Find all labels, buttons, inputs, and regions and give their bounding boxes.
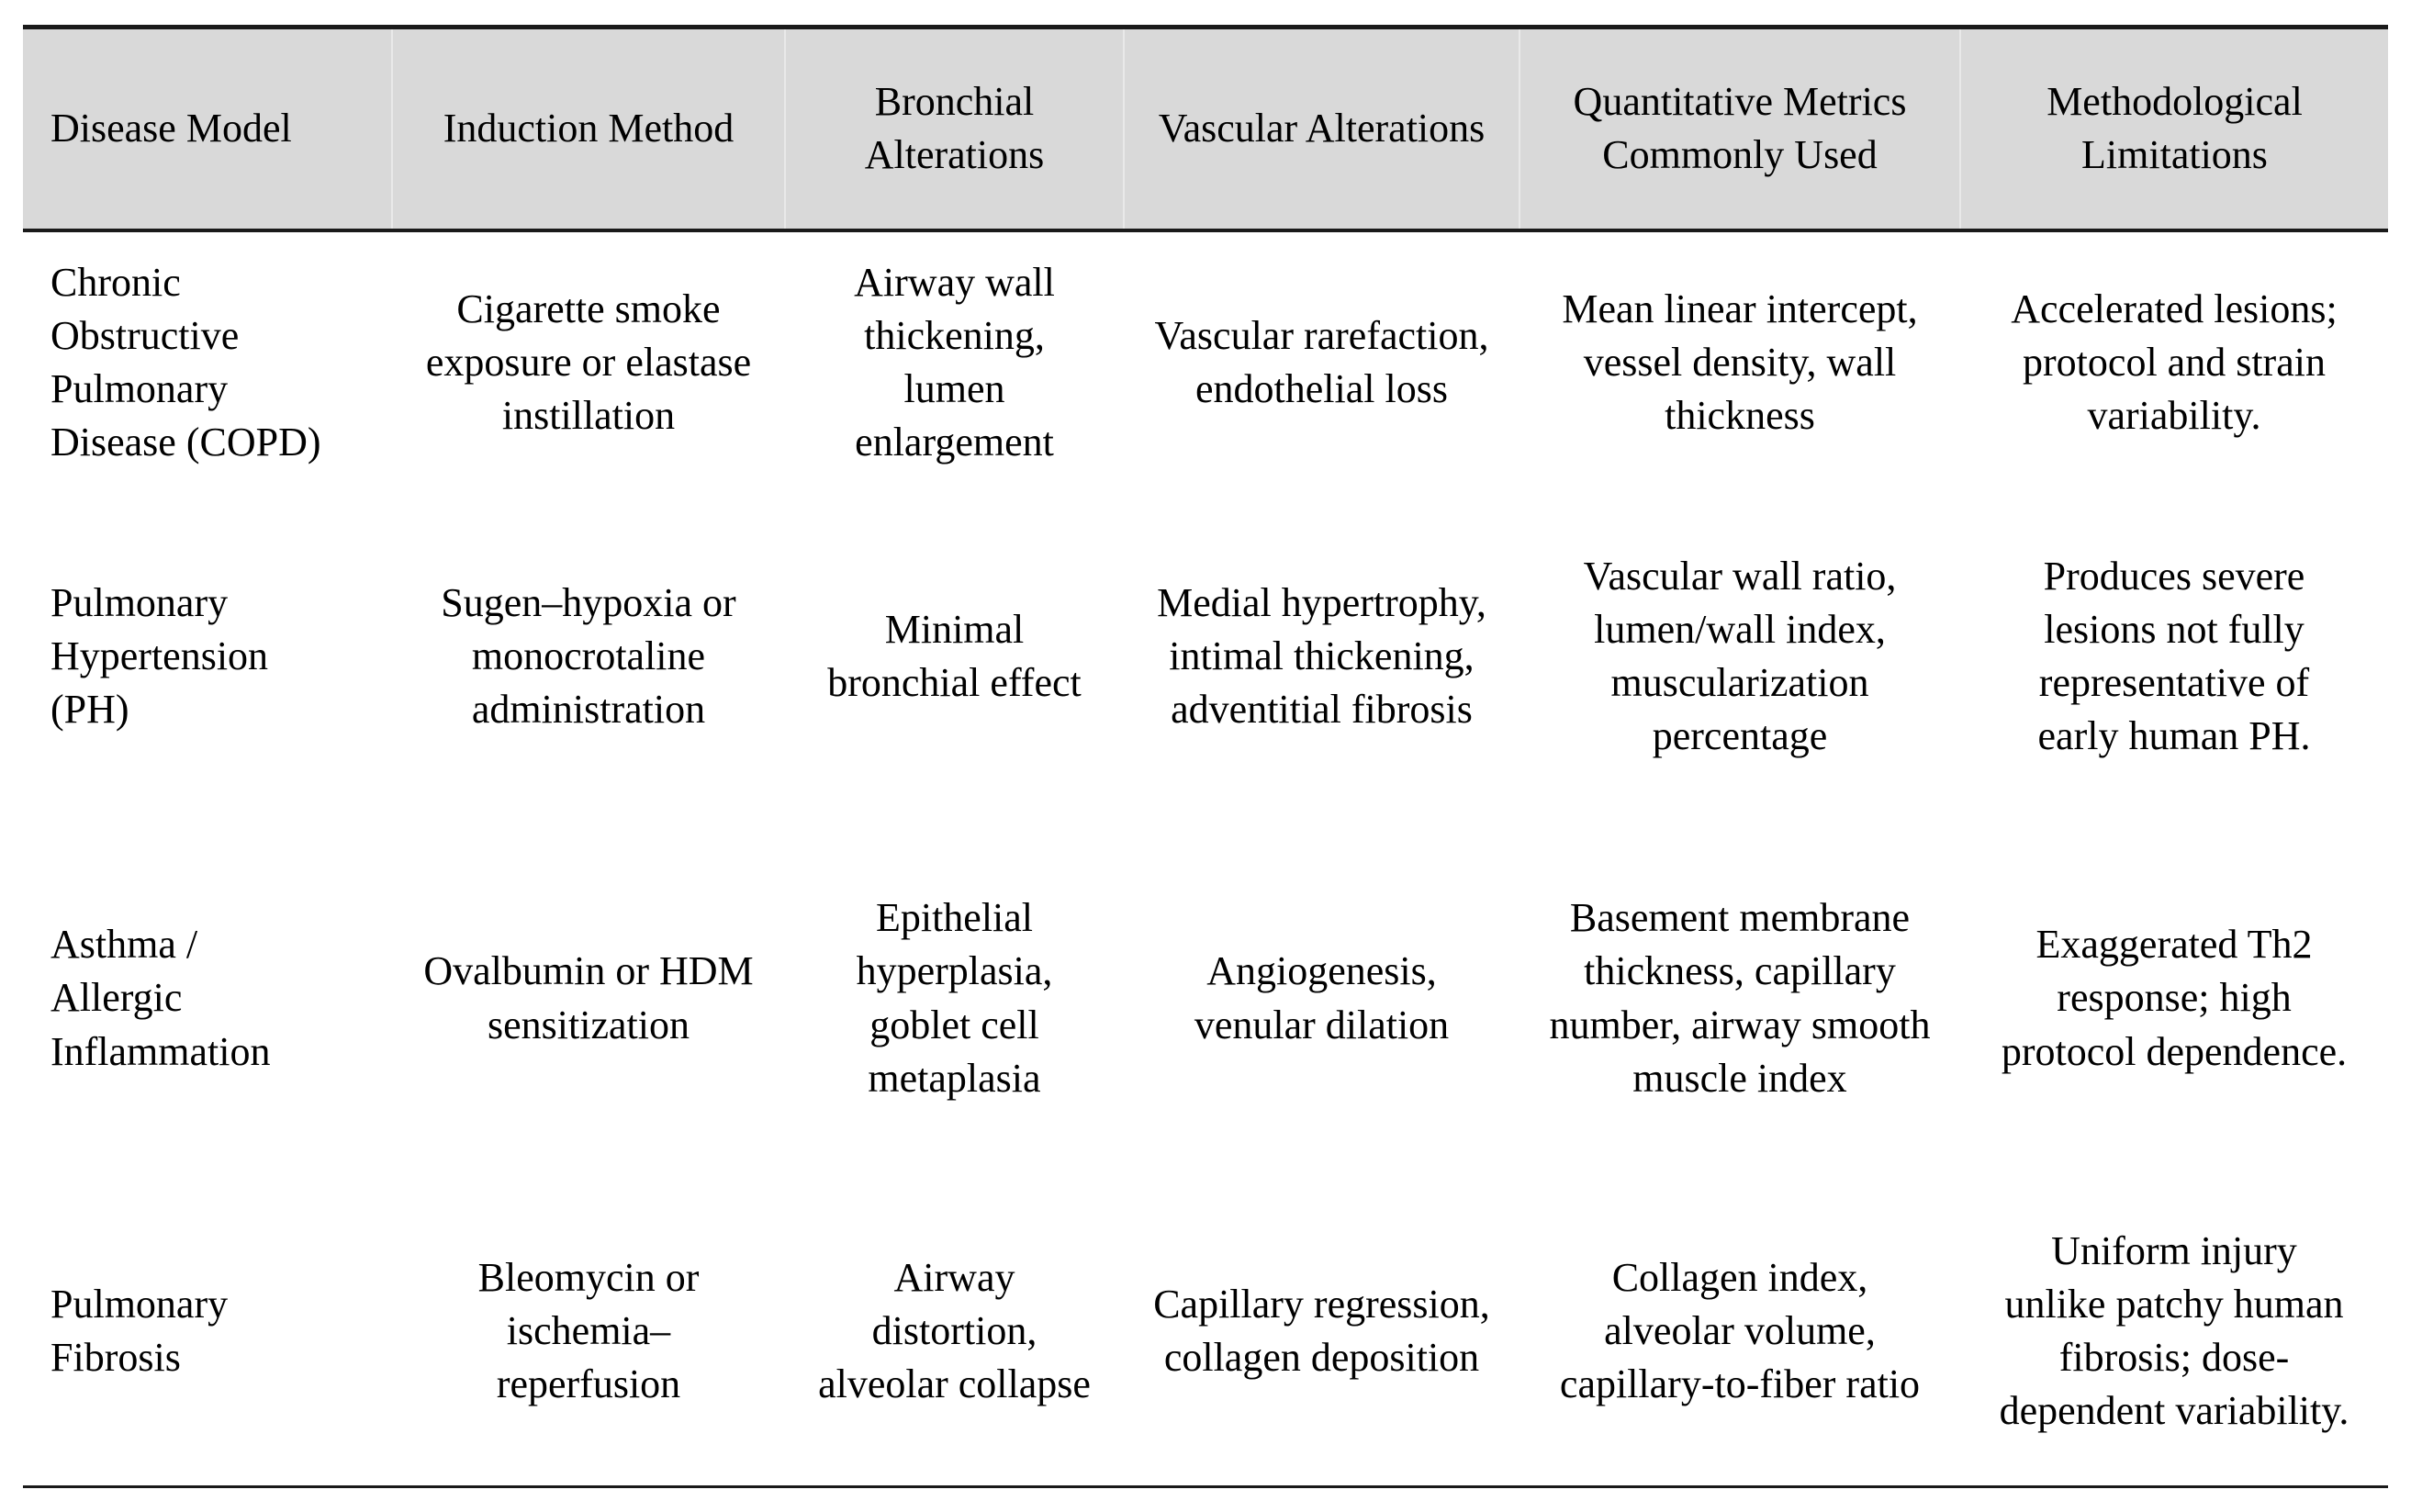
- table-row-pulmonary-hypertension: Pulmonary Hypertension (PH) Sugen–hypoxi…: [23, 494, 2388, 820]
- header-cell-bronchial-alterations: Bronchial Alterations: [784, 27, 1124, 230]
- cell-asthma-vascular-alterations: Angiogenesis, venular dilation: [1194, 948, 1450, 1047]
- cell-fibrosis-vascular-alterations: Capillary regression, collagen depositio…: [1153, 1282, 1490, 1381]
- table-body: Chronic Obstructive Pulmonary Disease (C…: [23, 230, 2388, 1487]
- cell-fibrosis-quantitative-metrics: Collagen index, alveolar volume, capilla…: [1559, 1255, 1921, 1407]
- cell-fibrosis-disease-model: Pulmonary Fibrosis: [50, 1282, 229, 1381]
- cell-asthma-quantitative-metrics: Basement membrane thickness, capillary n…: [1549, 895, 1931, 1101]
- table-header: Disease Model Induction Method Bronchial…: [23, 27, 2388, 230]
- cell-copd-induction-method: Cigarette smoke exposure or elastase ins…: [425, 286, 752, 439]
- table-row-copd: Chronic Obstructive Pulmonary Disease (C…: [23, 230, 2388, 494]
- disease-models-table: Disease Model Induction Method Bronchial…: [23, 25, 2388, 1488]
- header-cell-induction-method: Induction Method: [391, 27, 785, 230]
- cell-copd-quantitative-metrics: Mean linear intercept, vessel density, w…: [1562, 286, 1918, 439]
- table-row-asthma-allergic-inflammation: Asthma / Allergic Inflammation Ovalbumin…: [23, 820, 2388, 1178]
- cell-asthma-disease-model: Asthma / Allergic Inflammation: [50, 922, 271, 1074]
- cell-ph-quantitative-metrics: Vascular wall ratio, lumen/wall index, m…: [1583, 553, 1897, 759]
- cell-copd-methodological-limitations: Accelerated lesions; protocol and strain…: [2011, 286, 2338, 439]
- header-cell-quantitative-metrics: Quantitative Metrics Commonly Used: [1519, 27, 1960, 230]
- cell-asthma-methodological-limitations: Exaggerated Th2 response; high protocol …: [2001, 922, 2348, 1074]
- cell-ph-induction-method: Sugen–hypoxia or monocrotaline administr…: [441, 579, 736, 733]
- cell-copd-bronchial-alterations: Airway wall thickening, lumen enlargemen…: [854, 259, 1055, 465]
- header-cell-methodological-limitations: Methodological Limitations: [1959, 27, 2388, 230]
- header-cell-vascular-alterations: Vascular Alterations: [1123, 27, 1519, 230]
- cell-fibrosis-methodological-limitations: Uniform injury unlike patchy human fibro…: [1999, 1228, 2349, 1434]
- cell-ph-disease-model: Pulmonary Hypertension (PH): [50, 579, 269, 733]
- cell-ph-bronchial-alterations: Minimal bronchial effect: [827, 606, 1082, 705]
- header-row: Disease Model Induction Method Bronchial…: [23, 27, 2388, 230]
- cell-fibrosis-induction-method: Bleomycin or ischemia–reperfusion: [477, 1255, 700, 1407]
- header-cell-disease-model: Disease Model: [50, 106, 292, 151]
- cell-copd-vascular-alterations: Vascular rarefaction, endothelial loss: [1154, 312, 1489, 411]
- table-row-pulmonary-fibrosis: Pulmonary Fibrosis Bleomycin or ischemia…: [23, 1178, 2388, 1487]
- cell-fibrosis-bronchial-alterations: Airway distortion, alveolar collapse: [818, 1255, 1091, 1407]
- cell-ph-methodological-limitations: Produces severe lesions not fully repres…: [2037, 553, 2311, 759]
- cell-asthma-bronchial-alterations: Epithelial hyperplasia, goblet cell meta…: [856, 895, 1053, 1101]
- cell-copd-disease-model: Chronic Obstructive Pulmonary Disease (C…: [50, 259, 321, 465]
- cell-ph-vascular-alterations: Medial hypertrophy, intimal thickening, …: [1157, 579, 1486, 733]
- cell-asthma-induction-method: Ovalbumin or HDM sensitization: [423, 948, 754, 1047]
